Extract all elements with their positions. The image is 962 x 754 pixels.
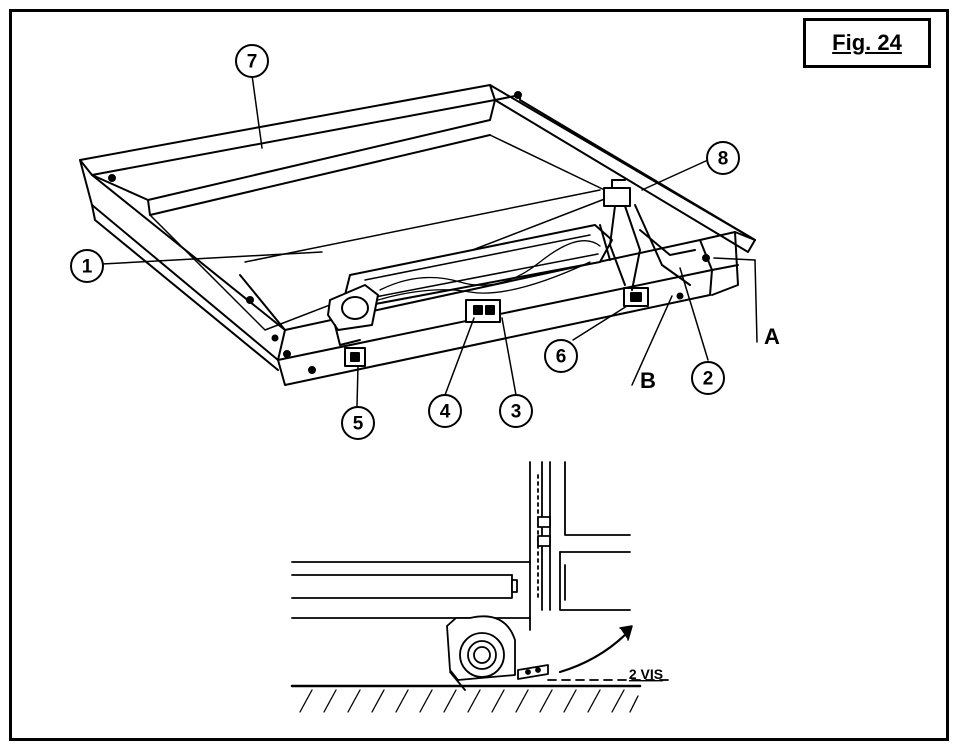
callout-leaders [101,74,758,407]
callout-8: 8 [718,149,729,170]
figure-frame [9,9,949,741]
screws-label: 2 VIS [629,666,663,682]
reference-letters: A B [640,324,780,393]
callout-6: 6 [556,347,567,368]
letter-a: A [764,324,780,349]
figure-label-box: Fig. 24 [803,18,931,68]
callout-circles [70,44,740,440]
callout-5: 5 [353,414,364,435]
callout-4: 4 [440,402,451,423]
figure-label: Fig. 24 [832,30,902,55]
callout-7: 7 [247,52,258,73]
letter-b: B [640,368,656,393]
callout-3: 3 [511,402,522,423]
screw-detail-drawing [290,461,673,713]
callout-1: 1 [82,257,93,278]
tray-drawing [79,84,756,386]
callout-2: 2 [703,369,714,390]
callout-numbers: 7 1 2 3 4 5 6 8 [82,52,729,435]
